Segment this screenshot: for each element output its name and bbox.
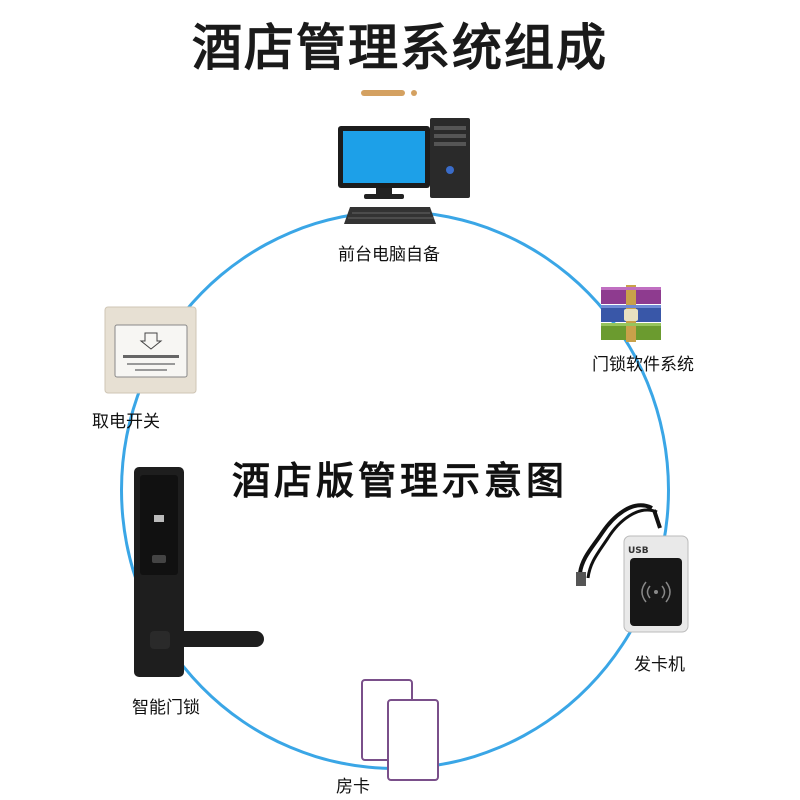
software-box-icon: [601, 285, 661, 342]
node-card-issuer: USB: [572, 498, 702, 638]
label-software: 门锁软件系统: [592, 355, 694, 375]
label-room-card: 房卡: [336, 777, 370, 797]
node-smart-lock: [130, 465, 270, 680]
label-power-switch: 取电开关: [92, 412, 160, 432]
page-title: 酒店管理系统组成: [192, 19, 608, 77]
power-switch-icon: [104, 306, 197, 394]
node-software: [596, 283, 666, 345]
svg-text:USB: USB: [628, 546, 649, 556]
label-card-issuer: 发卡机: [634, 655, 685, 675]
card-icon: [361, 679, 439, 781]
desktop-computer-icon: [338, 118, 470, 224]
label-smart-lock: 智能门锁: [132, 698, 200, 718]
title-underline: [361, 90, 405, 96]
door-lock-icon: [134, 467, 264, 677]
label-front-desk: 前台电脑自备: [338, 245, 440, 265]
node-room-card: [358, 678, 442, 784]
node-power-switch: [103, 305, 198, 395]
card-reader-icon: USB: [576, 503, 689, 633]
diagram-title: 酒店版管理示意图: [231, 459, 568, 503]
title-dot: [411, 90, 417, 96]
node-front-desk: [330, 112, 480, 227]
